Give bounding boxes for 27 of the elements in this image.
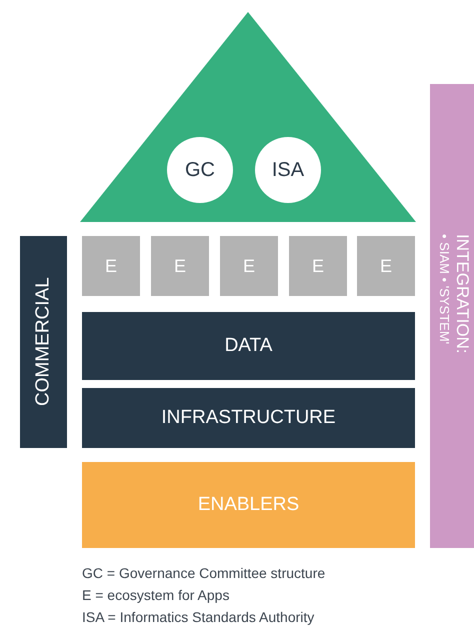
layer-bar <box>82 388 415 448</box>
note-text: GC = Governance Committee structure <box>82 565 326 581</box>
note-text: ISA = Informatics Standards Authority <box>82 609 314 625</box>
node-label: INFRASTRUCTURE <box>161 407 336 429</box>
ecosystem-box <box>151 236 209 296</box>
node-label: E <box>380 256 392 276</box>
node-label: E <box>104 256 117 276</box>
node-label: DATA <box>224 335 272 357</box>
commercial-bar <box>20 236 67 448</box>
note-text: E = ecosystem for Apps <box>82 587 230 603</box>
layer-bar <box>82 462 415 548</box>
node-label: COMMERCIAL <box>32 278 54 406</box>
heading-text: INTEGRATION: <box>452 234 472 354</box>
integration-bar <box>430 84 474 548</box>
ecosystem-box <box>357 236 415 296</box>
node-label: E <box>174 256 186 276</box>
node-label: E <box>242 256 255 276</box>
node-label: ENABLERS <box>198 494 300 516</box>
layer-bar <box>82 312 415 380</box>
ecosystem-box <box>82 236 140 296</box>
node-label: ISA <box>272 158 304 182</box>
ecosystem-box <box>220 236 278 296</box>
ecosystem-box <box>289 236 347 296</box>
node-label: E <box>312 256 324 276</box>
list-text: • SIAM • 'SYSTEM' <box>437 234 452 344</box>
roof-triangle <box>80 12 416 222</box>
node-label: GC <box>185 158 215 182</box>
